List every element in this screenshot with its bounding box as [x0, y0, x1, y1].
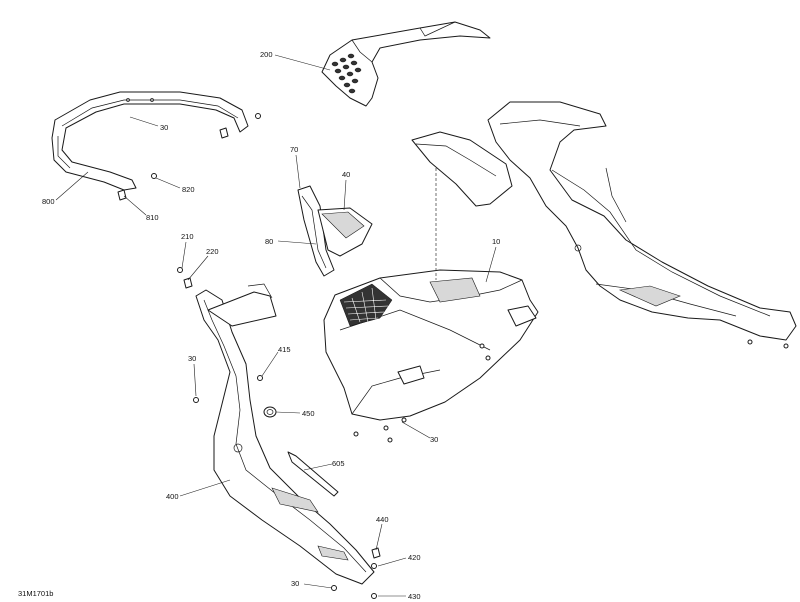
- callout-80: 80: [265, 237, 273, 246]
- part-right-side-panel: [487, 101, 797, 341]
- part-10-main-console: [323, 269, 539, 421]
- callout-420: 420: [408, 553, 421, 562]
- callout-415: 415: [278, 345, 291, 354]
- callout-430: 430: [408, 592, 421, 601]
- callout-605: 605: [332, 459, 345, 468]
- part-200-upper-vented-panel: [321, 21, 491, 107]
- callout-450: 450: [302, 409, 315, 418]
- vent-holes: [331, 53, 362, 94]
- part-800-grab-handle: [51, 91, 249, 191]
- callout-210: 210: [181, 232, 194, 241]
- part-40-deflector: [317, 207, 373, 257]
- callout-810: 810: [146, 213, 159, 222]
- part-450-grommet: [263, 406, 277, 418]
- callout-440: 440: [376, 515, 389, 524]
- part-605-strip: [287, 451, 339, 497]
- callout-220: 220: [206, 247, 219, 256]
- callout-30-mid: 30: [430, 435, 438, 444]
- part-upper-deflector: [411, 131, 513, 207]
- fasteners: [117, 113, 789, 599]
- callout-400: 400: [166, 492, 179, 501]
- leader-lines: [55, 54, 497, 597]
- callout-70: 70: [290, 145, 298, 154]
- callout-40: 40: [342, 170, 350, 179]
- grille-mesh: [339, 283, 393, 327]
- callout-30-bottom: 30: [291, 579, 299, 588]
- part-70-side-trim: [297, 185, 335, 277]
- callout-200: 200: [260, 50, 273, 59]
- callout-30-top: 30: [160, 123, 168, 132]
- callout-30-left: 30: [188, 354, 196, 363]
- callout-10: 10: [492, 237, 500, 246]
- part-400-left-side-panel: [195, 283, 375, 585]
- callout-820: 820: [182, 185, 195, 194]
- callout-800: 800: [42, 197, 55, 206]
- callout-labels: 200 30 820 810 800 70 40 80 10 210 220 4…: [42, 50, 500, 601]
- diagram-reference-code: 31M1701b: [18, 589, 53, 598]
